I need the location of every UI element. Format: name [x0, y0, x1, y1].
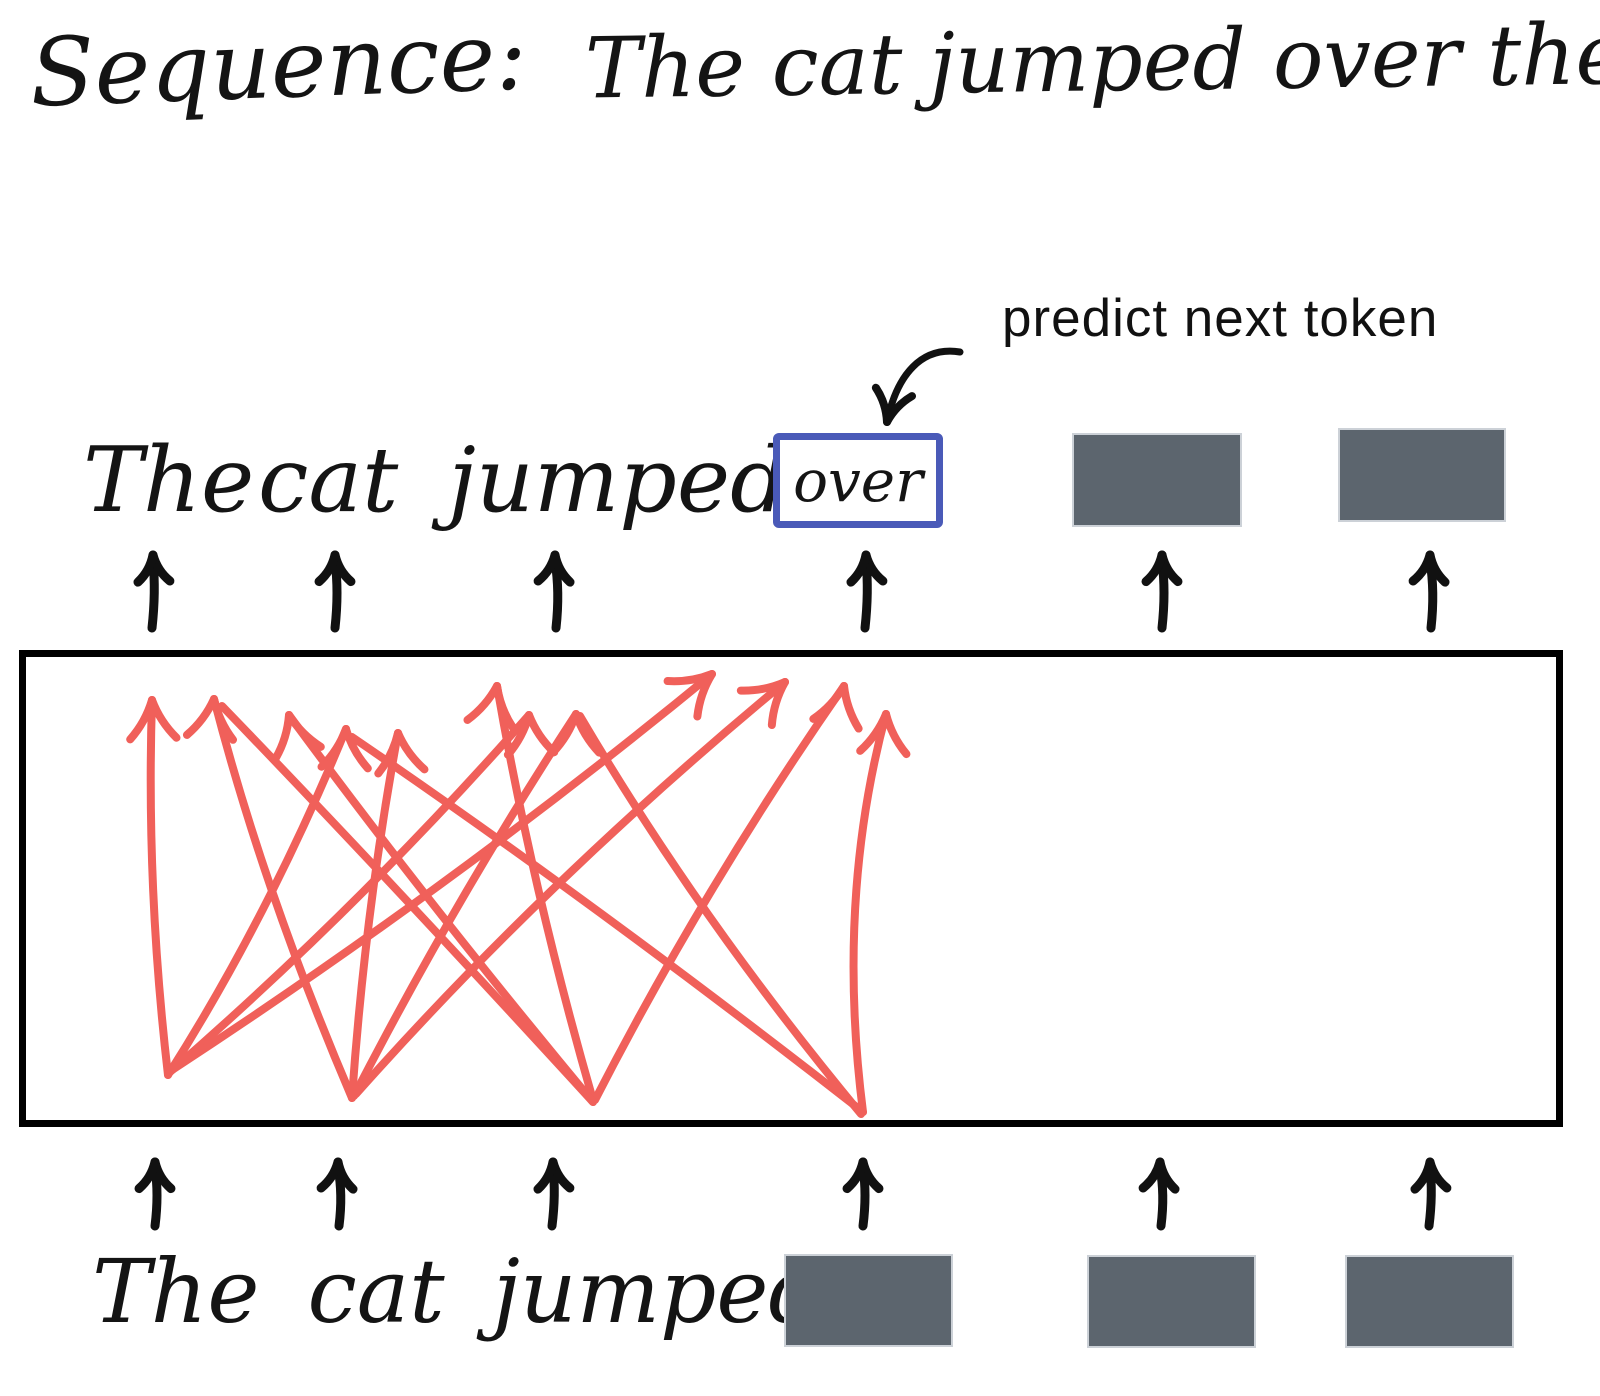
- masked-token-box: [1338, 428, 1506, 522]
- token-up-arrow-head: [1141, 550, 1167, 587]
- input-token-jumped: jumped: [492, 1240, 825, 1343]
- token-up-arrow: [547, 1163, 559, 1231]
- output-token-the: The: [83, 428, 255, 533]
- output-token-jumped: jumped: [448, 428, 788, 533]
- masked-token-box: [1087, 1255, 1256, 1348]
- token-up-arrow-head: [1425, 1157, 1452, 1193]
- token-up-arrow-head: [134, 1157, 160, 1194]
- masked-token-box: [1072, 433, 1242, 527]
- token-up-arrow-head: [533, 1157, 558, 1194]
- token-up-arrow-head: [861, 550, 888, 586]
- token-up-arrow-head: [1410, 1157, 1435, 1194]
- token-up-arrow-head: [533, 550, 560, 586]
- token-up-arrow: [147, 556, 159, 633]
- token-up-arrow-head: [842, 1157, 868, 1194]
- token-up-arrow-head: [1425, 550, 1450, 587]
- masked-token-box: [784, 1254, 953, 1347]
- token-up-arrow-head: [1138, 1157, 1165, 1193]
- token-up-arrow-head: [148, 550, 175, 586]
- token-up-arrow-head: [548, 1157, 575, 1193]
- title-prefix: Sequence:: [28, 2, 529, 129]
- token-up-arrow: [1424, 1163, 1436, 1231]
- token-up-arrow-head: [330, 550, 356, 587]
- annotation-arrow-head: [883, 392, 917, 426]
- token-up-arrow-head: [1157, 550, 1183, 587]
- transformer-box: [19, 650, 1563, 1127]
- token-up-arrow: [1425, 556, 1438, 633]
- token-up-arrow: [333, 1163, 346, 1231]
- masked-token-box: [1345, 1255, 1514, 1348]
- token-up-arrow: [150, 1163, 162, 1231]
- predicted-token-text: over: [793, 446, 923, 515]
- title: Sequence: The cat jumped over the dog: [28, 2, 1600, 128]
- token-up-arrow: [858, 1163, 870, 1231]
- input-token-the: The: [92, 1240, 260, 1343]
- token-up-arrow-head: [314, 550, 340, 587]
- annotation-arrow-curve: [883, 347, 964, 426]
- token-up-arrow: [1155, 1163, 1168, 1231]
- token-up-arrow-head: [550, 550, 575, 587]
- token-up-arrow-head: [133, 550, 158, 587]
- token-up-arrow-head: [316, 1157, 343, 1193]
- predicted-token-box: over: [773, 433, 943, 528]
- token-up-arrow: [860, 556, 872, 633]
- predict-annotation-arrow: [871, 347, 964, 426]
- annotation-arrow-head: [871, 383, 891, 426]
- predict-next-token-label: predict next token: [1002, 289, 1439, 348]
- token-up-arrow-head: [1155, 1157, 1180, 1194]
- token-up-arrow: [550, 556, 563, 633]
- token-up-arrow: [1157, 556, 1169, 633]
- token-up-arrow: [330, 556, 342, 633]
- token-up-arrow-head: [858, 1157, 884, 1194]
- token-up-arrow-head: [333, 1157, 358, 1194]
- token-up-arrow-head: [150, 1157, 176, 1194]
- title-sentence: The cat jumped over the dog: [584, 2, 1600, 118]
- token-up-arrow-head: [846, 550, 871, 587]
- output-token-cat: cat: [258, 428, 399, 533]
- token-up-arrow-head: [1408, 550, 1435, 586]
- input-token-cat: cat: [307, 1240, 445, 1343]
